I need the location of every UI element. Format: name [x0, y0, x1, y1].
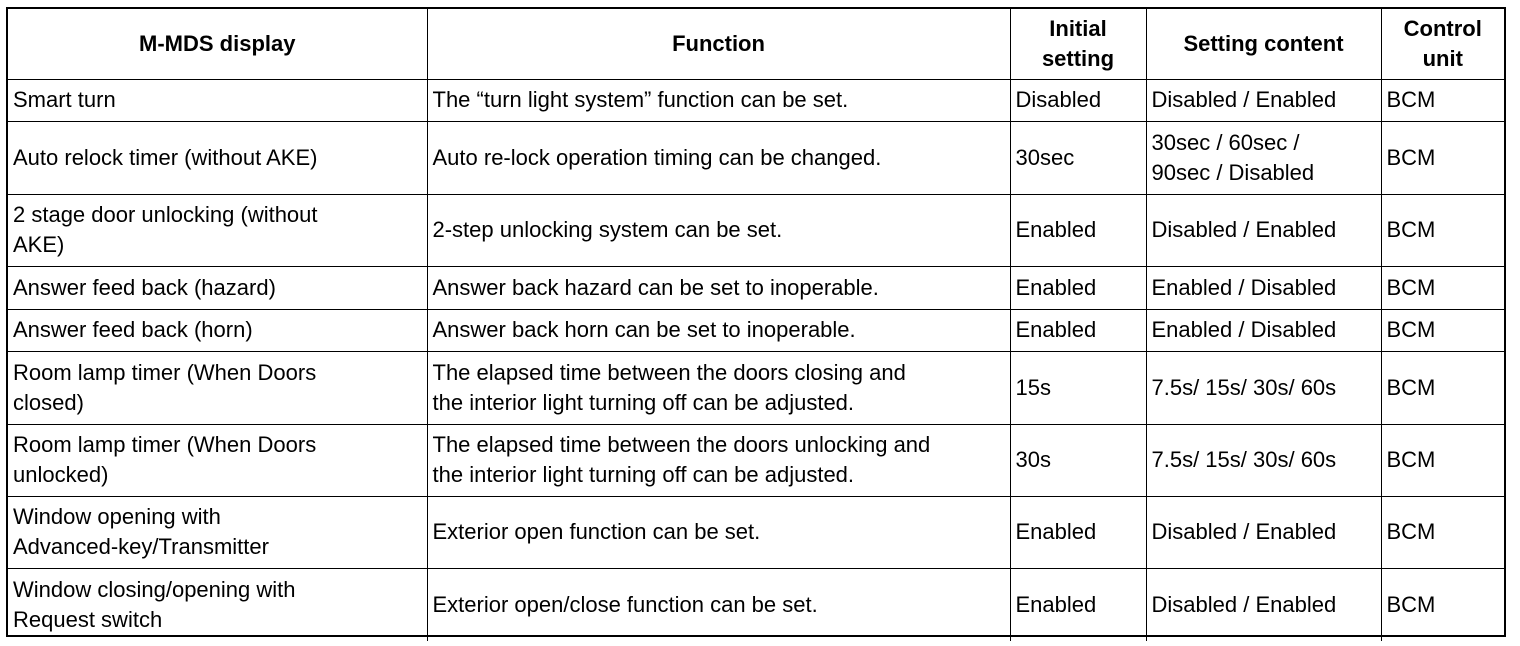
table-row: Auto relock timer (without AKE) Auto re-…	[8, 120, 1504, 195]
table-row: Room lamp timer (When Doors closed) The …	[8, 350, 1504, 425]
cell-function: Auto re-lock operation timing can be cha…	[426, 120, 1011, 195]
cell-display: Window opening with Advanced-key/Transmi…	[8, 495, 428, 569]
cell-function: The elapsed time between the doors closi…	[426, 350, 1011, 425]
header-function: Function	[426, 9, 1011, 80]
cell-initial: Enabled	[1009, 567, 1147, 641]
cell-initial: 30s	[1009, 423, 1147, 497]
cell-function: 2-step unlocking system can be set.	[426, 193, 1011, 267]
cell-initial: Enabled	[1009, 193, 1147, 267]
cell-content: Disabled / Enabled	[1145, 567, 1382, 641]
cell-unit: BCM	[1380, 495, 1504, 569]
cell-initial: 30sec	[1009, 120, 1147, 195]
cell-content: Enabled / Disabled	[1145, 265, 1382, 310]
cell-function: Answer back horn can be set to inoperabl…	[426, 308, 1011, 352]
cell-initial: Enabled	[1009, 265, 1147, 310]
cell-content: Disabled / Enabled	[1145, 495, 1382, 569]
cell-content: 30sec / 60sec / 90sec / Disabled	[1145, 120, 1382, 195]
cell-function: The “turn light system” function can be …	[426, 78, 1011, 122]
table-row: 2 stage door unlocking (without AKE) 2-s…	[8, 193, 1504, 267]
cell-unit: BCM	[1380, 120, 1504, 195]
cell-initial: 15s	[1009, 350, 1147, 425]
cell-unit: BCM	[1380, 350, 1504, 425]
cell-initial: Enabled	[1009, 308, 1147, 352]
cell-content: 7.5s/ 15s/ 30s/ 60s	[1145, 423, 1382, 497]
table-row: Room lamp timer (When Doors unlocked) Th…	[8, 423, 1504, 497]
cell-unit: BCM	[1380, 193, 1504, 267]
cell-display: Room lamp timer (When Doors unlocked)	[8, 423, 428, 497]
table-row: Answer feed back (horn) Answer back horn…	[8, 308, 1504, 352]
table-header-row: M-MDS display Function Initial setting S…	[8, 9, 1504, 80]
cell-display: Window closing/opening with Request swit…	[8, 567, 428, 641]
cell-function: Exterior open function can be set.	[426, 495, 1011, 569]
cell-content: Disabled / Enabled	[1145, 78, 1382, 122]
table-row: Window closing/opening with Request swit…	[8, 567, 1504, 641]
header-mmds-display: M-MDS display	[8, 9, 428, 80]
header-control-unit: Control unit	[1380, 9, 1504, 80]
cell-unit: BCM	[1380, 308, 1504, 352]
cell-display: Answer feed back (horn)	[8, 308, 428, 352]
header-setting-content: Setting content	[1145, 9, 1382, 80]
cell-content: Disabled / Enabled	[1145, 193, 1382, 267]
table-row: Answer feed back (hazard) Answer back ha…	[8, 265, 1504, 310]
cell-function: Answer back hazard can be set to inopera…	[426, 265, 1011, 310]
cell-initial: Enabled	[1009, 495, 1147, 569]
cell-display: Answer feed back (hazard)	[8, 265, 428, 310]
settings-table-frame: M-MDS display Function Initial setting S…	[6, 7, 1506, 641]
cell-unit: BCM	[1380, 423, 1504, 497]
cell-function: The elapsed time between the doors unloc…	[426, 423, 1011, 497]
cell-display: Room lamp timer (When Doors closed)	[8, 350, 428, 425]
cell-initial: Disabled	[1009, 78, 1147, 122]
cell-display: Auto relock timer (without AKE)	[8, 120, 428, 195]
cell-content: Enabled / Disabled	[1145, 308, 1382, 352]
cell-unit: BCM	[1380, 78, 1504, 122]
table-row: Smart turn The “turn light system” funct…	[8, 78, 1504, 122]
cell-content: 7.5s/ 15s/ 30s/ 60s	[1145, 350, 1382, 425]
cell-display: 2 stage door unlocking (without AKE)	[8, 193, 428, 267]
cell-unit: BCM	[1380, 567, 1504, 641]
table-row: Window opening with Advanced-key/Transmi…	[8, 495, 1504, 569]
cell-display: Smart turn	[8, 78, 428, 122]
settings-table: M-MDS display Function Initial setting S…	[8, 9, 1504, 641]
header-initial-setting: Initial setting	[1009, 9, 1147, 80]
cell-function: Exterior open/close function can be set.	[426, 567, 1011, 641]
cell-unit: BCM	[1380, 265, 1504, 310]
